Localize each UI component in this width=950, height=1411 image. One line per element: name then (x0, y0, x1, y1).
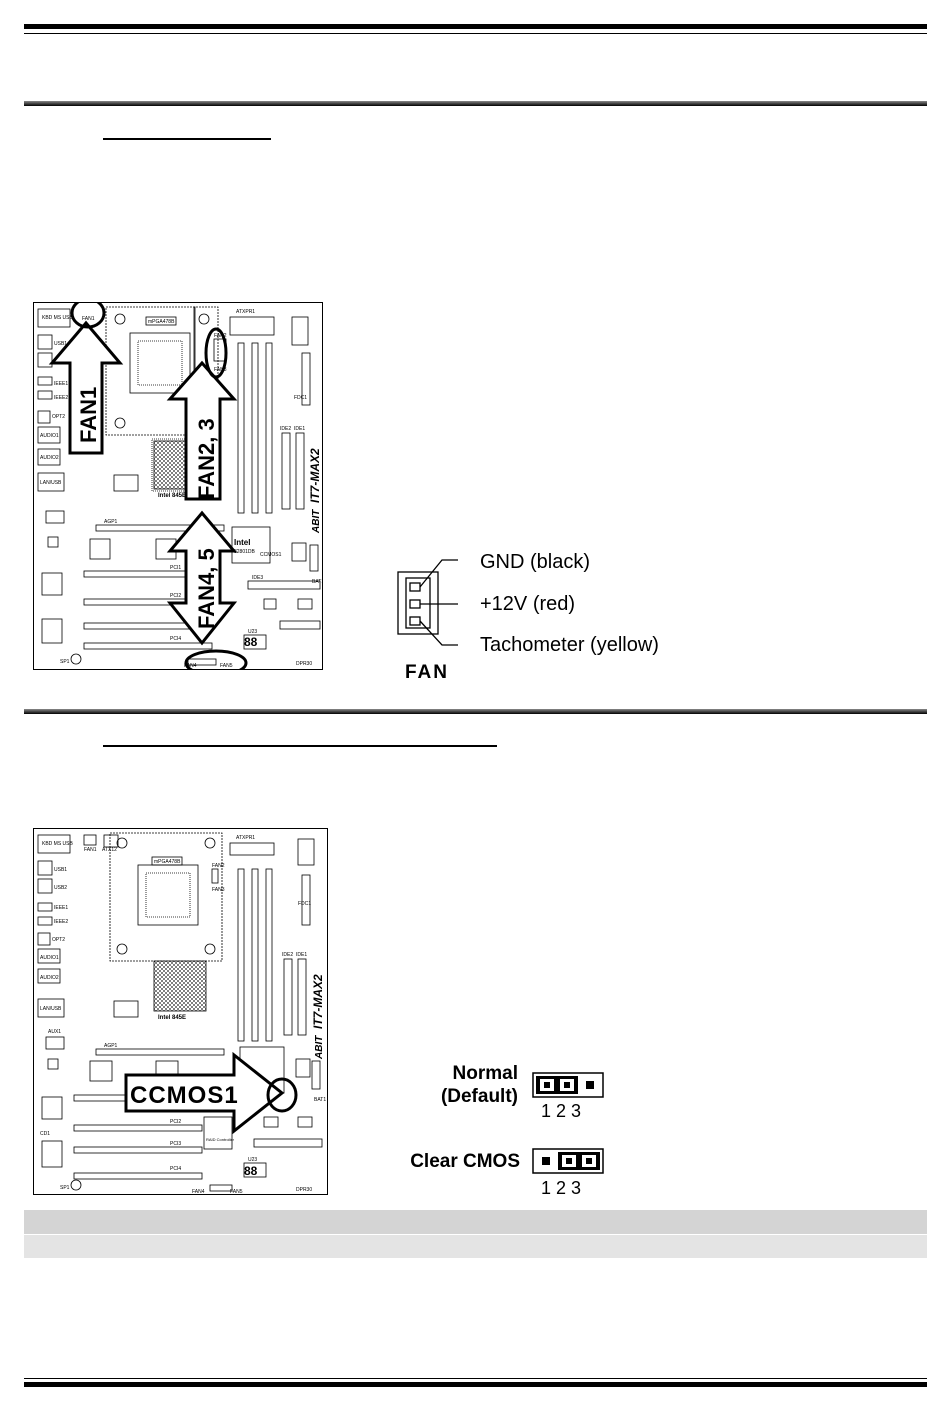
label-dpr-2: DPR30 (296, 1187, 312, 1193)
label-ide2-2: IDE2 (282, 952, 293, 958)
label-raid-2: RAID Controller (206, 1137, 235, 1142)
label-brand: ABIT (311, 509, 322, 534)
fan-pin-12v: +12V (red) (480, 593, 576, 615)
label-agp1: AGP1 (104, 519, 118, 525)
jumper-clear-diagram (532, 1148, 604, 1174)
label-ide2: IDE2 (280, 426, 291, 432)
label-audio1-2: AUDIO1 (40, 955, 59, 961)
label-chipset-2: Intel 845E (158, 1015, 186, 1021)
label-ide3: IDE3 (252, 575, 263, 581)
label-usb1: USB1 (54, 341, 67, 347)
label-pci1: PCI1 (170, 565, 181, 571)
label-bat1-2: BAT1 (314, 1097, 326, 1103)
fan-heading-underline (103, 138, 271, 140)
label-sp1-2: SP1 (60, 1185, 70, 1191)
cmos-heading-underline (103, 745, 497, 747)
label-fan4-small: FAN4 (184, 663, 197, 669)
callout-fan23: FAN2, 3 (194, 418, 219, 499)
label-chipset: Intel 845E (158, 493, 186, 499)
label-fan3-2: FAN3 (212, 887, 225, 893)
label-socket: mPGA478B (148, 319, 175, 325)
label-model: IT7-MAX2 (308, 448, 322, 503)
label-atxpr1-2: ATXPR1 (236, 835, 255, 841)
callout-fan1: FAN1 (76, 387, 101, 443)
table-header-band (24, 1210, 927, 1234)
label-audio2-2: AUDIO2 (40, 975, 59, 981)
label-cd1-2: CD1 (40, 1131, 50, 1137)
label-lanusb: LAN/USB (40, 480, 62, 486)
bottom-rule-thick (24, 1382, 927, 1387)
label-atx12-2: ATX12 (102, 847, 117, 853)
fan-pin-gnd: GND (black) (480, 551, 591, 573)
label-pci3-2: PCI3 (170, 1141, 181, 1147)
label-fan2-small: FAN2 (214, 333, 227, 339)
label-fan4-2: FAN4 (192, 1189, 205, 1194)
label-pci2-2: PCI2 (170, 1119, 181, 1125)
label-ccmos: CCMOS1 (260, 552, 282, 558)
label-ide1-2: IDE1 (296, 952, 307, 958)
fan-board-svg: KBD MS USB USB1 IEEE1 IEEE2 OPT2 AUDIO1 … (37, 297, 324, 677)
label-audio1: AUDIO1 (40, 433, 59, 439)
label-ieee1: IEEE1 (54, 381, 68, 387)
label-ich: 82801DB (234, 549, 256, 555)
callout-fan45: FAN4, 5 (194, 548, 219, 629)
jumper-normal-diagram (532, 1072, 604, 1098)
label-socket-2: mPGA478B (154, 859, 181, 865)
label-pci3: PCI4 (170, 636, 181, 642)
cmos-board-diagram: KBD MS USB USB1 USB2 IEEE1 IEEE2 OPT2 AU… (33, 828, 328, 1195)
label-aux1-2: AUX1 (48, 1029, 61, 1035)
fan-connector-diagram (397, 559, 458, 646)
label-model-2: IT7-MAX2 (311, 974, 325, 1029)
label-kbd-2: KBD MS USB (42, 841, 74, 847)
label-ieee2-2: IEEE2 (54, 919, 68, 925)
label-7seg-2: 88 (244, 1164, 258, 1178)
fan-connector-title: FAN (405, 662, 449, 683)
label-brand-2: ABIT (314, 1035, 325, 1060)
label-usb1-2: USB1 (54, 867, 67, 873)
label-pci2: PCI2 (170, 593, 181, 599)
section-rule-cmos (24, 709, 927, 714)
label-sp1: SP1 (60, 659, 70, 665)
label-fan1-2: FAN1 (84, 847, 97, 853)
jumper-normal-label: Normal (Default) (440, 1063, 518, 1107)
label-bat1: BAT1 (312, 579, 322, 585)
cmos-board-svg: KBD MS USB USB1 USB2 IEEE1 IEEE2 OPT2 AU… (37, 832, 326, 1195)
label-7seg: 88 (244, 635, 258, 649)
label-audio2: AUDIO2 (40, 455, 59, 461)
callout-ccmos1: CCMOS1 (130, 1082, 239, 1109)
fan-pin-tach: Tachometer (yellow) (480, 634, 659, 656)
label-ieee2: IEEE2 (54, 395, 68, 401)
label-opt2-2: OPT2 (52, 937, 65, 943)
label-intel: Intel (234, 538, 250, 547)
jumper-clear-pins: 1 2 3 (541, 1178, 582, 1198)
fan-board-diagram: KBD MS USB USB1 IEEE1 IEEE2 OPT2 AUDIO1 … (33, 297, 324, 677)
label-fan1-small: FAN1 (82, 316, 95, 322)
top-rule-thin (24, 33, 927, 34)
jumper-clear-label: Clear CMOS (410, 1151, 520, 1172)
label-lanusb-2: LAN/USB (40, 1006, 62, 1012)
top-rule-thick (24, 24, 927, 29)
label-fan3-small: FAN3 (214, 367, 227, 373)
label-pci4-2: PCI4 (170, 1166, 181, 1172)
label-fan2-2: FAN2 (212, 863, 225, 869)
label-fdc1-2: FDC1 (298, 901, 311, 907)
label-usb2-2: USB2 (54, 885, 67, 891)
table-row-band (24, 1235, 927, 1258)
label-fan5-small: FAN5 (220, 663, 233, 669)
label-ide1: IDE1 (294, 426, 305, 432)
label-opt2: OPT2 (52, 414, 65, 420)
label-kbd: KBD MS USB (42, 315, 74, 321)
jumper-normal-pins: 1 2 3 (541, 1101, 582, 1121)
label-ieee1-2: IEEE1 (54, 905, 68, 911)
label-atxpr1: ATXPR1 (236, 309, 255, 315)
label-agp1-2: AGP1 (104, 1043, 118, 1049)
label-u23-2: U23 (248, 1157, 257, 1163)
label-fdc1: FDC1 (294, 395, 307, 401)
bottom-rule-thin (24, 1378, 927, 1379)
label-u23: U23 (248, 629, 257, 635)
label-fan5-2: FAN5 (230, 1189, 243, 1194)
label-dpr: DPR30 (296, 661, 312, 667)
section-rule-fan (24, 101, 927, 106)
